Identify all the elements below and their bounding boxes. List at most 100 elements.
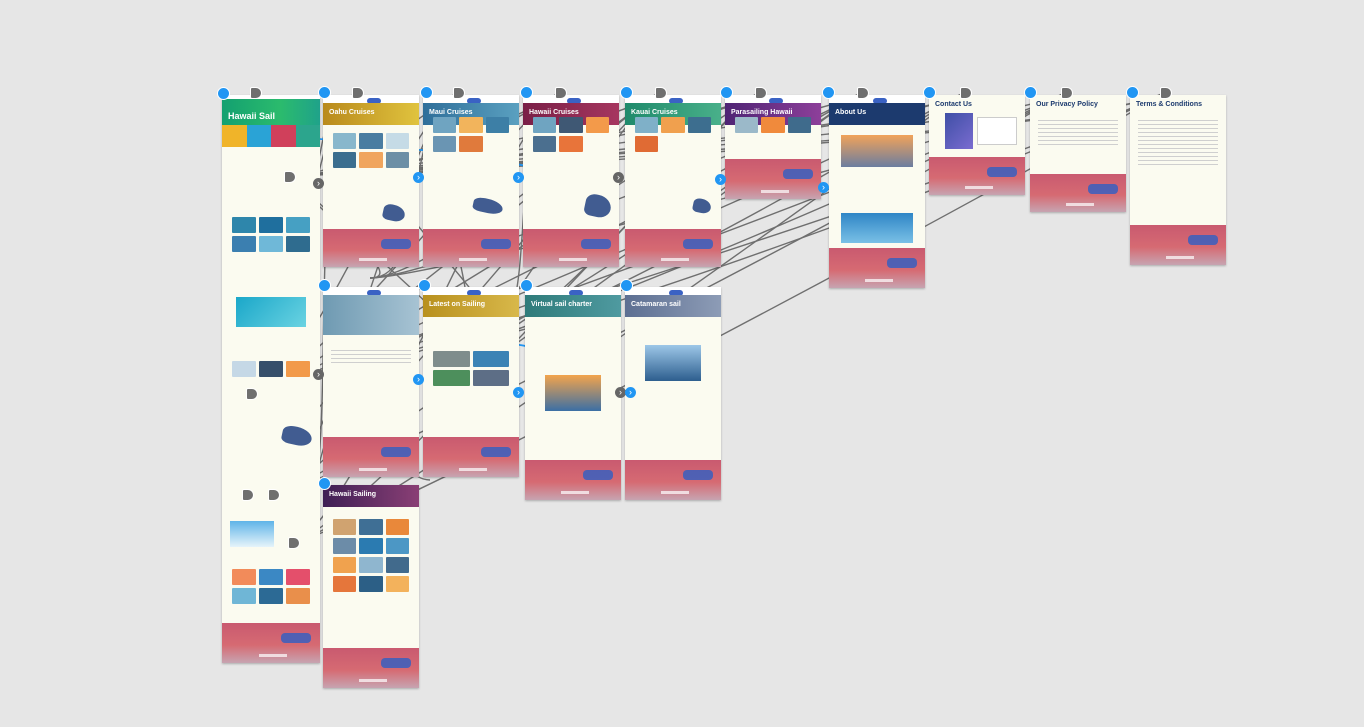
board-banner: Hawaii Sail: [222, 99, 320, 125]
board-blog[interactable]: [323, 287, 419, 477]
board-title: Hawaii Sail: [228, 111, 276, 121]
island-map-icon: [471, 196, 505, 216]
link-arrow-icon[interactable]: ›: [615, 387, 626, 398]
board-footer: [725, 159, 821, 199]
board-footer: [222, 623, 320, 663]
hotspot-node[interactable]: [246, 388, 258, 400]
board-title: Catamaran sail: [631, 301, 681, 308]
board-footer: [829, 248, 925, 288]
hotspot-node[interactable]: [960, 87, 972, 99]
board-footer: [423, 437, 519, 477]
board-hawaii-cruises[interactable]: Hawaii Cruises: [523, 95, 619, 267]
board-kauai-cruises[interactable]: Kauai Cruises: [625, 95, 721, 267]
board-title: Hawaii Sailing: [329, 491, 377, 498]
contact-image: [945, 113, 973, 149]
hotspot-node[interactable]: [284, 171, 296, 183]
board-footer: [625, 229, 721, 267]
flow-start-portal[interactable]: [720, 86, 733, 99]
flow-start-portal[interactable]: [620, 279, 633, 292]
board-about-us[interactable]: About Us: [829, 95, 925, 288]
hotspot-node[interactable]: [453, 87, 465, 99]
link-arrow-icon[interactable]: ›: [313, 178, 324, 189]
board-footer: [1130, 225, 1226, 265]
flow-start-portal[interactable]: [1126, 86, 1139, 99]
hotspot-node[interactable]: [352, 87, 364, 99]
island-map-icon: [582, 192, 614, 220]
board-footer: [929, 157, 1025, 195]
flow-start-portal[interactable]: [318, 86, 331, 99]
hotspot-node[interactable]: [655, 87, 667, 99]
sunset-gallery: [232, 361, 310, 377]
link-arrow-icon[interactable]: ›: [413, 374, 424, 385]
board-catamaran[interactable]: Catamaran sail: [625, 287, 721, 500]
hotspot-node[interactable]: [755, 87, 767, 99]
link-arrow-icon[interactable]: ›: [818, 182, 829, 193]
hotspot-node[interactable]: [555, 87, 567, 99]
board-hawaii-sail[interactable]: Hawaii Sail: [222, 95, 320, 663]
board-title: About Us: [835, 109, 867, 116]
board-title: Kauai Cruises: [631, 109, 678, 116]
board-title: Oahu Cruises: [329, 109, 375, 116]
board-parasailing-hawaii[interactable]: Parasailing Hawaii: [725, 95, 821, 199]
link-arrow-icon[interactable]: ›: [625, 387, 636, 398]
link-arrow-icon[interactable]: ›: [613, 172, 624, 183]
board-footer: [625, 460, 721, 500]
link-arrow-icon[interactable]: ›: [313, 369, 324, 380]
board-title: Contact Us: [935, 101, 972, 108]
board-oahu-cruises[interactable]: Oahu Cruises: [323, 95, 419, 267]
flow-start-portal[interactable]: [520, 86, 533, 99]
board-maui-cruises[interactable]: Maui Cruises: [423, 95, 519, 267]
home-gallery: [232, 217, 310, 252]
island-map-icon: [691, 197, 713, 215]
board-contact-us[interactable]: Contact Us: [929, 95, 1025, 195]
board-footer: [1030, 174, 1126, 212]
flow-start-portal[interactable]: [420, 86, 433, 99]
board-title: Maui Cruises: [429, 109, 473, 116]
island-tiles: [222, 125, 320, 147]
board-footer: [525, 460, 621, 500]
board-terms[interactable]: Terms & Conditions: [1130, 95, 1226, 265]
flow-start-portal[interactable]: [418, 279, 431, 292]
hawaii-map-icon: [280, 424, 314, 448]
board-footer: [423, 229, 519, 267]
flow-start-portal[interactable]: [923, 86, 936, 99]
hotspot-node[interactable]: [1160, 87, 1172, 99]
flow-start-portal[interactable]: [217, 87, 230, 100]
flow-start-portal[interactable]: [822, 86, 835, 99]
hotspot-node[interactable]: [250, 87, 262, 99]
board-title: Latest on Sailing: [429, 301, 486, 308]
board-hawaii-sailing[interactable]: Hawaii Sailing: [323, 485, 419, 688]
photo-collage: [232, 569, 310, 604]
link-arrow-icon[interactable]: ›: [513, 172, 524, 183]
link-arrow-icon[interactable]: ›: [513, 387, 524, 398]
hotspot-node[interactable]: [1061, 87, 1073, 99]
board-title: Hawaii Cruises: [529, 109, 579, 116]
hotspot-node[interactable]: [288, 537, 300, 549]
island-map-icon: [381, 202, 407, 224]
board-footer: [323, 648, 419, 688]
board-latest-sailing[interactable]: Latest on Sailing: [423, 287, 519, 477]
hotspot-node[interactable]: [857, 87, 869, 99]
board-privacy-policy[interactable]: Our Privacy Policy: [1030, 95, 1126, 212]
hotspot-node[interactable]: [268, 489, 280, 501]
board-footer: [523, 229, 619, 267]
flow-start-portal[interactable]: [620, 86, 633, 99]
promo-image: [230, 521, 274, 547]
board-title: Parasailing Hawaii: [731, 109, 793, 116]
flow-start-portal[interactable]: [520, 279, 533, 292]
board-title: Terms & Conditions: [1136, 101, 1202, 108]
link-arrow-icon[interactable]: ›: [413, 172, 424, 183]
board-footer: [323, 229, 419, 267]
flow-start-portal[interactable]: [318, 477, 331, 490]
flow-start-portal[interactable]: [1024, 86, 1037, 99]
turtle-image: [236, 297, 306, 327]
hotspot-node[interactable]: [242, 489, 254, 501]
contact-form: [977, 117, 1017, 145]
flow-start-portal[interactable]: [318, 279, 331, 292]
board-footer: [323, 437, 419, 477]
board-virtual-sail[interactable]: Virtual sail charter: [525, 287, 621, 500]
board-title: Virtual sail charter: [531, 301, 592, 308]
link-arrow-icon[interactable]: ›: [715, 174, 726, 185]
board-title: Our Privacy Policy: [1036, 101, 1098, 108]
